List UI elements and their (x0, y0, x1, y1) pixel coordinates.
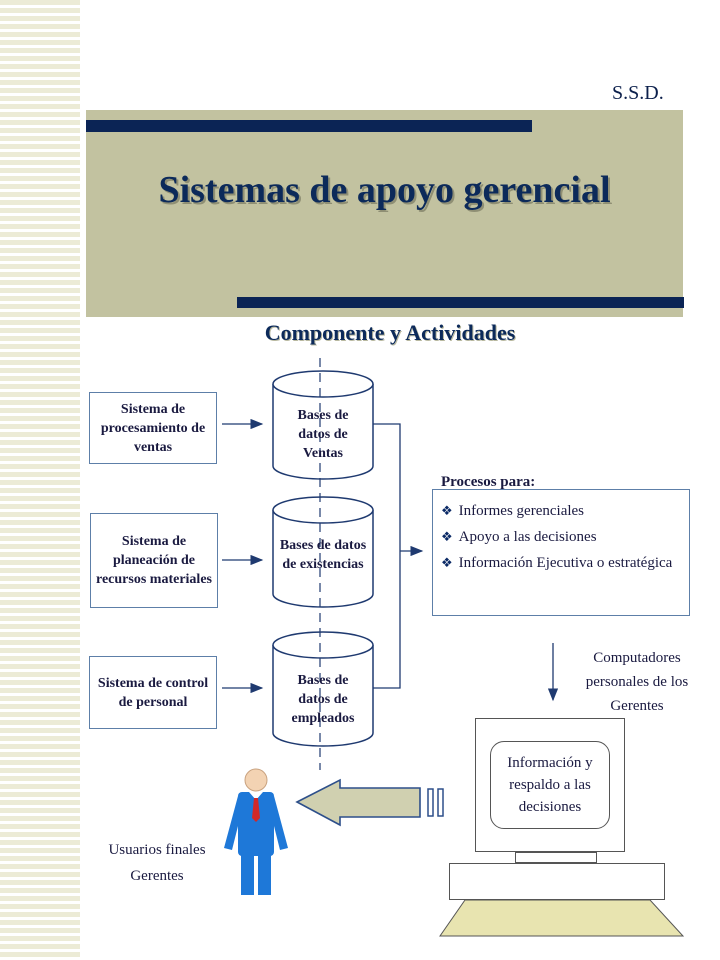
process-item: ❖Apoyo a las decisiones (441, 529, 597, 545)
banner-top-bar (86, 120, 532, 132)
computer-neck (515, 852, 597, 863)
computer-caption: Computadores personales de los Gerentes (585, 650, 689, 714)
users-label-line2: Gerentes (130, 868, 184, 884)
database-cylinder-stock (272, 496, 374, 608)
computer-screen-text: Información y respaldo a las decisiones (490, 741, 610, 829)
system-box-sales: Sistema de procesamiento de ventas (89, 392, 217, 464)
diamond-bullet-icon: ❖ (441, 555, 453, 570)
slide-title: Sistemas de apoyo gerencial (158, 169, 611, 211)
corner-tag: S.S.D. (612, 82, 664, 104)
database-label-stock: Bases de datos de existencias (279, 538, 367, 572)
slide-subtitle: Componente y Actividades (264, 320, 516, 345)
system-box-materials: Sistema de planeación de recursos materi… (90, 513, 218, 608)
system-box-personnel: Sistema de control de personal (89, 656, 217, 729)
manager-figure-icon (224, 768, 288, 895)
processes-title: Procesos para: (441, 474, 536, 490)
diamond-bullet-icon: ❖ (441, 529, 453, 544)
database-bracket (373, 423, 401, 689)
title-banner (86, 110, 683, 317)
database-label-employees: Bases de datos de empleados (291, 673, 355, 726)
database-label-sales: Bases de datos de Ventas (297, 408, 349, 461)
database-cylinder-sales (272, 370, 374, 480)
computer-base (449, 863, 665, 900)
keyboard (439, 899, 685, 937)
users-label-line1: Usuarios finales (108, 842, 206, 858)
system-label-sales: Sistema de procesamiento de ventas (100, 401, 206, 455)
database-cylinder-employees (272, 631, 374, 747)
system-label-materials: Sistema de planeación de recursos materi… (96, 534, 212, 587)
processes-box: ❖Informes gerenciales ❖Apoyo a las decis… (432, 489, 690, 616)
block-arrow-to-user (295, 778, 444, 827)
banner-bottom-bar (237, 297, 684, 308)
left-striped-border (0, 0, 80, 960)
process-item: ❖Informes gerenciales (441, 503, 585, 519)
system-label-personnel: Sistema de control de personal (97, 675, 209, 710)
diamond-bullet-icon: ❖ (441, 503, 453, 518)
process-item: ❖Información Ejecutiva o estratégica (441, 555, 673, 571)
